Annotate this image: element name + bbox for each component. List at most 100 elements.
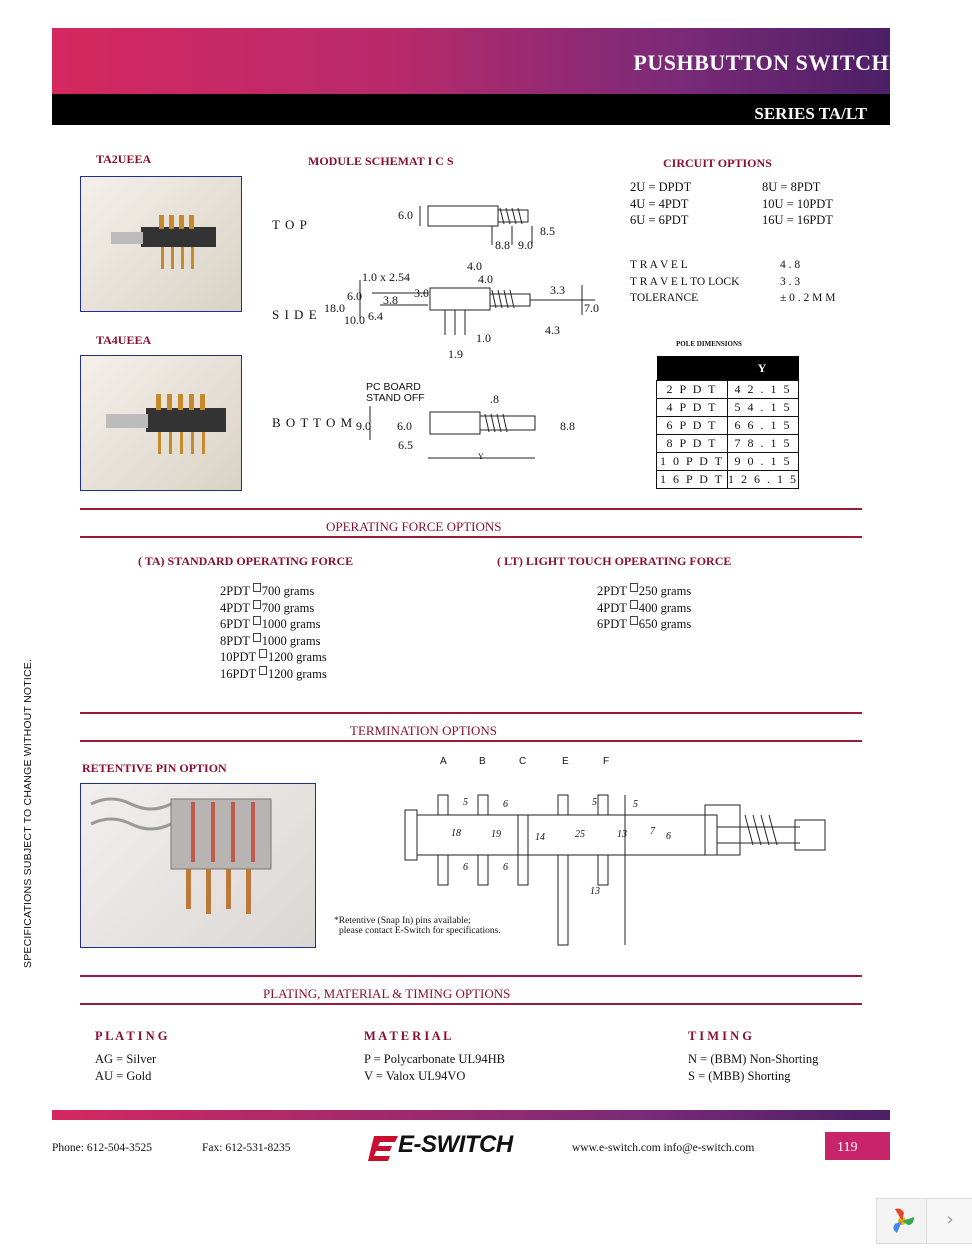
pinwheel-icon [893,1208,914,1233]
force-value: 1200 grams [268,650,327,664]
note-line: please contact E-Switch for specificatio… [339,926,501,936]
chevron-right-icon: › [946,1209,954,1230]
dim-label: 1.0 [476,331,491,345]
section-divider [80,740,862,742]
switch-photo-icon [111,215,216,269]
list-item: 16PDT 1200 grams [220,665,327,683]
box-icon [252,599,261,609]
dim-label: 8.8 [560,419,575,433]
dim-label: .8 [490,392,499,406]
list-item: 10PDT 1200 grams [220,649,327,666]
dim-label: 5 [463,797,468,808]
page-number-box: 119 [825,1132,890,1160]
force-value: 700 grams [261,584,315,598]
dim-label: 4.0 [478,272,493,286]
list-item: 6PDT 1000 grams [220,616,327,633]
footer-phone: Phone: 612-504-3525 [52,1142,152,1154]
footer-web: www.e-switch.com info@e-switch.com [572,1142,755,1154]
switch-photo-icon [90,797,272,914]
section-divider [80,1003,862,1005]
material-list: P = Polycarbonate UL94HB V = Valox UL94V… [364,1051,505,1084]
dim-label: 6 [503,799,508,810]
pole-label: 16PDT [220,666,256,681]
spec-name: TOLERANCE [630,292,699,304]
section-divider [80,712,862,714]
view-label-side: S I D E [272,307,318,322]
dim-label: 6.0 [398,208,413,222]
dim-label: 1.0 x 2.54 [362,270,410,284]
dim-label: 6.0 [347,289,362,303]
dim-label: PC BOARD [366,381,421,393]
pole-label: 8PDT [220,633,250,648]
table-cell: 1 0 P D T [656,452,728,471]
product-label-ta2: TA2UEEA [96,152,152,166]
dim-label: 6 [503,862,508,873]
timing-title: T I M I N G [688,1029,753,1043]
pole-label: 4PDT [220,600,250,615]
plating-section-title: PLATING, MATERIAL & TIMING OPTIONS [263,986,511,1001]
series-title: SERIES TA/LT [754,104,867,123]
timing-list: N = (BBM) Non-Shorting S = (MBB) Shortin… [688,1051,818,1084]
note-line: *Retentive (Snap In) pins available; [334,916,471,926]
dim-label: 18.0 [324,301,345,315]
pole-label: 6PDT [220,617,250,631]
table-header: Y [727,356,799,381]
termination-letter: E [562,756,569,767]
box-icon [259,649,268,658]
force-value: 1200 grams [268,666,327,681]
retentive-pin-photo [80,783,316,948]
circuit-options-right: 8U = 8PDT 10U = 10PDT 16U = 16PDT [762,179,833,229]
dim-label: STAND OFF [366,392,425,404]
dim-label: 18 [451,828,461,839]
list-item: V = Valox UL94VO [364,1068,466,1083]
table-header-row: Y [656,356,799,381]
table-cell: 5 4 . 1 5 [727,398,799,417]
viewer-logo-button[interactable] [876,1198,928,1244]
list-item: 2PDT 700 grams [220,583,327,600]
retentive-pin-title: RETENTIVE PIN OPTION [82,761,227,775]
dim-label: 7.0 [584,301,599,315]
dim-label: 6.4 [368,309,383,323]
spec-names: T R A V E L T R A V E L TO LOCK TOLERANC… [630,257,739,307]
dim-label: 9.0 [518,238,533,252]
dim-label: 13 [590,886,600,897]
force-value: 650 grams [638,617,692,631]
list-item: 4PDT 400 grams [597,599,691,617]
table-cell: 6 P D T [656,416,728,435]
box-icon [629,583,638,592]
termination-letter: B [479,756,486,767]
dim-label: 3.3 [550,283,565,297]
operating-force-title: OPERATING FORCE OPTIONS [326,519,502,534]
circuit-options-left: 2U = DPDT 4U = 4PDT 6U = 6PDT [630,179,691,229]
dim-label: 10.0 [344,313,365,327]
circuit-option: 6U = 6PDT [630,213,689,227]
list-item: AG = Silver [95,1052,157,1066]
dim-label: 8.8 [495,238,510,252]
dim-label: 3.0 [414,286,429,300]
logo-text: E-SWITCH [398,1131,513,1158]
standard-force-list: 2PDT 700 grams 4PDT 700 grams 6PDT 1000 … [220,583,327,682]
box-icon [252,616,261,625]
section-divider [80,975,862,977]
force-value: 250 grams [638,584,692,598]
dim-label: 5 [633,799,638,810]
table-cell: 2 P D T [656,380,728,399]
dim-label: 9.0 [356,419,371,433]
pole-table-caption: POLE DIMENSIONS [676,340,742,348]
light-force-title: ( LT) LIGHT TOUCH OPERATING FORCE [497,554,732,568]
spec-name: T R A V E L TO LOCK [630,275,740,288]
retentive-note: *Retentive (Snap In) pins available; ple… [334,916,501,936]
box-icon [252,583,261,592]
table-cell: 4 2 . 1 5 [727,380,799,399]
spec-values: 4 . 8 3 . 3 ± 0 . 2 M M [780,257,836,307]
termination-title: TERMINATION OPTIONS [350,723,497,738]
next-arrow-button[interactable]: › [926,1198,972,1244]
page-title: PUSHBUTTON SWITCHES [633,50,917,75]
table-cell: 9 0 . 1 5 [727,452,799,471]
list-item: S = (MBB) Shorting [688,1068,791,1083]
